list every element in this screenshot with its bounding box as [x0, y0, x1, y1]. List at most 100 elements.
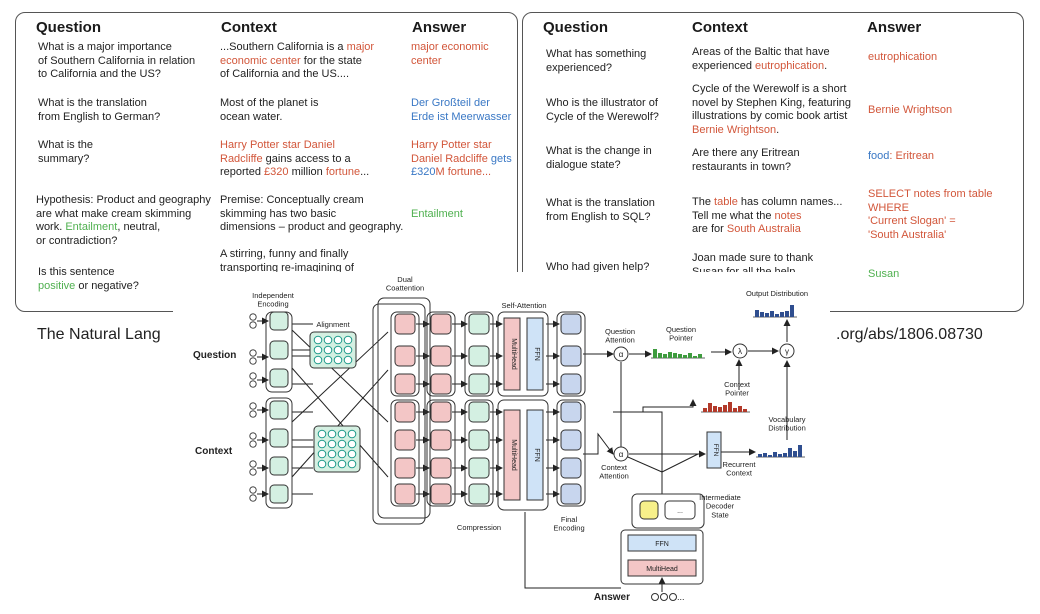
text-segment: Most of the planet is ocean water.: [220, 97, 319, 123]
connector-line: [291, 329, 389, 423]
coattention-frame: [372, 303, 426, 525]
text-segment: What is the summary?: [38, 139, 94, 165]
text-segment: eutrophication: [755, 59, 825, 72]
encoder-cell: [269, 456, 289, 476]
decoder-ffn-block: [627, 534, 697, 552]
context-pointer-bar: [738, 406, 742, 412]
token-chain-icon: [249, 402, 257, 410]
cell-context: A stirring, funny and finally transporti…: [220, 248, 354, 275]
projection-cell: [430, 313, 452, 335]
coattention-cell: [394, 373, 416, 395]
cell-context: Cycle of the Werewolf is a short novel b…: [692, 83, 851, 137]
coattention-cell: [394, 313, 416, 335]
token-chain-icon: [249, 410, 257, 418]
cell-context: The table has column names... Tell me wh…: [692, 196, 842, 237]
ffn-label: FFN: [712, 444, 719, 457]
connector-line: [583, 432, 614, 455]
ffn-block: [526, 317, 544, 391]
text-segment: ...Southern California is a: [220, 41, 347, 53]
label-self-attention: Self-Attention: [501, 301, 546, 310]
cell-question: What is the change in dialogue state?: [546, 145, 652, 172]
projection-cell: [430, 373, 452, 395]
question-attention-node: [613, 346, 629, 362]
vocabulary-distribution-bar: [793, 451, 797, 457]
text-segment: or negative?: [75, 279, 139, 292]
alignment-grid-cell: [317, 439, 327, 449]
text-segment: fortune: [325, 166, 361, 178]
output-distribution-bar: [780, 312, 784, 317]
connector-line: [642, 399, 697, 412]
cell-question: Is this sentence positive or negative?: [38, 266, 139, 293]
label-answer: Answer: [594, 592, 630, 603]
self-attention-frame-context: [497, 399, 549, 511]
question-pointer-bar: [693, 356, 697, 358]
alignment-grid-cell: [313, 355, 323, 365]
text-segment: Harry Potter star Daniel Radcliffe: [220, 139, 335, 165]
token-chain-icon: [249, 380, 257, 388]
multihead-block-label: MultiHead: [510, 338, 517, 370]
text-segment: gains access to a reported: [220, 152, 351, 179]
connector-line: [661, 453, 699, 473]
final-encoding-cell: [560, 401, 582, 423]
projection-cell: [430, 345, 452, 367]
text-segment: major economic center: [220, 41, 375, 67]
cell-question: What has something experienced?: [546, 48, 646, 75]
alignment-grid-cell: [337, 439, 347, 449]
cell-answer: Der Großteil der Erde ist Meerwasser: [411, 97, 511, 124]
text-segment: £320: [264, 166, 289, 178]
coattention-cell: [394, 483, 416, 505]
context-pointer-bar: [743, 409, 747, 412]
cell-question: What is the translation from English to …: [546, 197, 655, 224]
decoder-state-frame: [631, 493, 705, 529]
cell-answer: Entailment: [411, 208, 463, 222]
header-question: Question: [543, 19, 609, 36]
token-chain-icon: [249, 372, 257, 380]
output-distribution-bar: [790, 305, 794, 317]
alignment-grid-cell: [347, 429, 357, 439]
text-segment: .: [776, 123, 780, 136]
question-pointer-bar: [678, 354, 682, 358]
vocabulary-distribution-bar: [783, 453, 787, 457]
connector-line: [524, 512, 621, 589]
text-segment: Who had given help?: [546, 261, 650, 273]
cell-answer: food: Eritrean: [868, 150, 934, 164]
examples-panel-left: Question Context Answer What is a major …: [15, 12, 518, 312]
decoder-multihead-block: [627, 559, 697, 577]
text-segment: has column names... Tell me what the: [692, 196, 843, 222]
token-chain-icon: [249, 357, 257, 365]
answer-ellipsis: ...: [677, 592, 685, 602]
alignment-grid-cell: [327, 429, 337, 439]
header-answer: Answer: [412, 19, 467, 36]
compression-cell-group: [464, 399, 494, 507]
alignment-grid-cell: [317, 429, 327, 439]
compression-cell: [468, 429, 490, 451]
final-encoding-cell: [560, 313, 582, 335]
final-encoding-cell-group: [556, 311, 586, 397]
caption-text: The Natural Lang: [37, 326, 161, 343]
header-context: Context: [221, 19, 277, 36]
ffn-block: [526, 409, 544, 501]
vocabulary-distribution-bar: [763, 453, 767, 457]
text-segment: Der Großteil der Erde ist Meerwasser: [411, 97, 512, 123]
label-context: Context: [195, 446, 233, 457]
alignment-grid-cell: [333, 355, 343, 365]
coattention-cell-group: [390, 311, 420, 397]
question-pointer-bar: [668, 352, 672, 358]
recurrent-ffn-block: [706, 431, 722, 469]
compression-cell-group: [464, 311, 494, 397]
header-question: Question: [36, 19, 102, 36]
alignment-grid-cell: [347, 449, 357, 459]
projection-cell: [430, 401, 452, 423]
token-chain-icon: [249, 468, 257, 476]
encoder-cell: [269, 311, 289, 331]
text-segment: Entailment: [65, 221, 118, 233]
coattention-cell: [394, 429, 416, 451]
coattention-cell: [394, 401, 416, 423]
vocabulary-distribution-bar: [798, 445, 802, 457]
text-segment: M fortune...: [435, 166, 492, 178]
context-pointer-bar: [713, 406, 717, 412]
